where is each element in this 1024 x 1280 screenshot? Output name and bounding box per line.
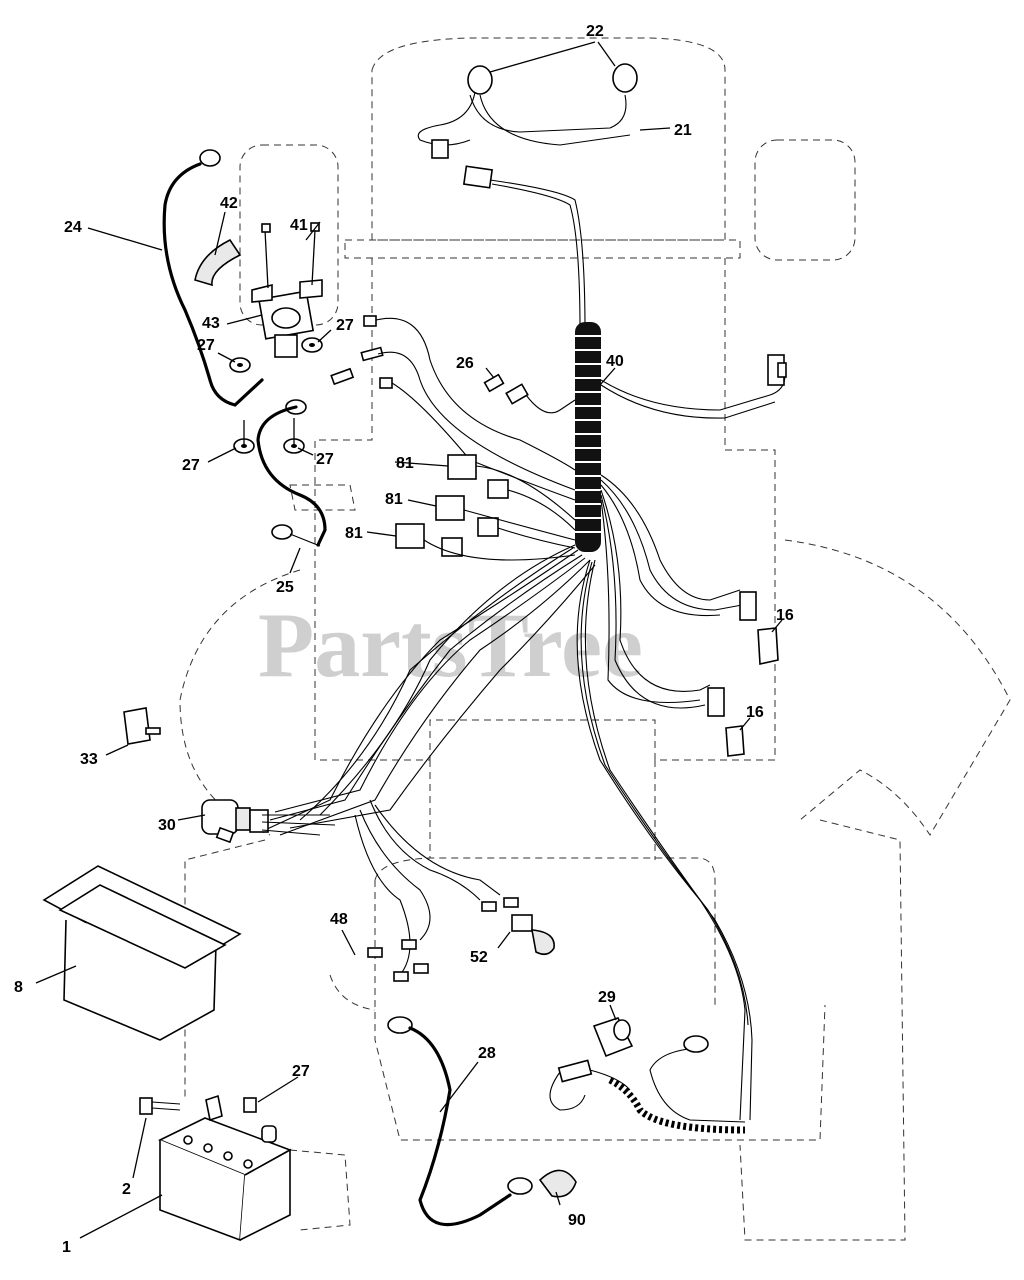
- callout-42: 42: [220, 195, 238, 212]
- main-harness-trunk: [462, 165, 586, 331]
- branch-to-connectors-16: [600, 474, 783, 757]
- battery-box-8: [35, 865, 242, 1041]
- seat-switch-29: [549, 1004, 746, 1134]
- branch-48-52: [341, 799, 555, 982]
- callout-90: 90: [568, 1212, 586, 1229]
- relays-81: [366, 454, 576, 561]
- callout-27-a: 27: [336, 317, 354, 334]
- callout-29: 29: [598, 989, 616, 1006]
- harness-to-ignition: [264, 544, 596, 836]
- callout-40: 40: [606, 353, 624, 370]
- callout-52: 52: [470, 949, 488, 966]
- callout-81-c: 81: [345, 525, 363, 542]
- callout-27-c: 27: [182, 457, 200, 474]
- callout-43: 43: [202, 315, 220, 332]
- headlight-assembly: [417, 41, 671, 159]
- callout-33: 33: [80, 751, 98, 768]
- callout-81-b: 81: [385, 491, 403, 508]
- callout-27-d: 27: [316, 451, 334, 468]
- callout-1: 1: [62, 1239, 71, 1256]
- battery-cable-28: [387, 1016, 533, 1227]
- battery-cable-24: [87, 149, 264, 407]
- callout-25: 25: [276, 579, 294, 596]
- callout-30: 30: [158, 817, 176, 834]
- battery-hardware: [132, 1076, 299, 1179]
- callout-16-b: 16: [746, 704, 764, 721]
- callout-48: 48: [330, 911, 348, 928]
- fuse-holder-26: [483, 367, 576, 414]
- callout-labels: 22 21 24 42 41 43 27 27 27 27 26 40 81 8…: [14, 23, 794, 1256]
- hex-nuts-27: [207, 329, 332, 463]
- battery-cable-25: [256, 399, 327, 574]
- ignition-key-33: [105, 707, 161, 756]
- callout-28: 28: [478, 1045, 496, 1062]
- callout-27-b: 27: [197, 337, 215, 354]
- callout-21: 21: [674, 122, 692, 139]
- callout-24: 24: [64, 219, 82, 236]
- callout-22: 22: [586, 23, 604, 40]
- terminal-cover-90: [538, 1169, 577, 1206]
- ignition-switch-30: [177, 799, 336, 844]
- callout-8: 8: [14, 979, 23, 996]
- callout-41: 41: [290, 217, 308, 234]
- right-side-branch: [600, 354, 787, 419]
- callout-16-a: 16: [776, 607, 794, 624]
- starter-solenoid-43: [194, 211, 323, 358]
- battery-1: [79, 1117, 292, 1242]
- callout-27-e: 27: [292, 1063, 310, 1080]
- rear-harness: [576, 559, 753, 1121]
- wire-loom-40: [575, 322, 616, 552]
- callout-26: 26: [456, 355, 474, 372]
- callout-81-a: 81: [396, 455, 414, 472]
- callout-2: 2: [122, 1181, 131, 1198]
